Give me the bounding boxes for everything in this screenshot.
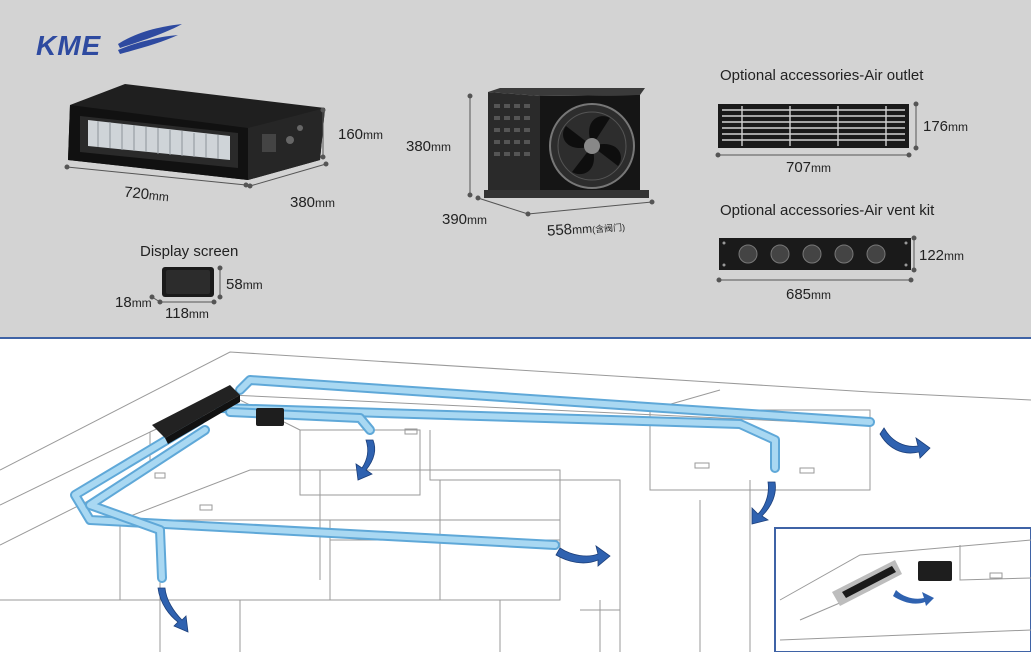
air-outlet-width-label: 707mm — [786, 159, 832, 176]
display-screen-image — [162, 267, 214, 297]
display-width-label: 118mm — [165, 305, 209, 322]
panel-divider — [0, 337, 1031, 339]
condenser-height-label: 380mm — [406, 138, 452, 155]
vent-kit-dimension-lines — [716, 235, 917, 283]
condenser-depth-label: 390mm — [442, 211, 488, 228]
indoor-dimension-lines — [64, 107, 329, 189]
air-outlet-title: Optional accessories-Air outlet — [720, 67, 924, 84]
display-thickness-label: 18mm — [115, 294, 152, 311]
indoor-unit-image — [68, 84, 325, 180]
display-dimension-lines — [149, 265, 223, 305]
condenser-dimension-lines — [467, 93, 655, 217]
display-height-label: 58mm — [226, 276, 263, 293]
spec-illustrations — [64, 24, 919, 305]
air-outlet-image — [718, 104, 909, 148]
condenser-unit-image — [484, 88, 649, 198]
installation-diagram — [0, 339, 1031, 652]
air-outlet-height-label: 176mm — [923, 118, 969, 135]
brand-logo: KME — [36, 30, 102, 61]
display-screen-title: Display screen — [140, 243, 239, 260]
air-vent-kit-image — [719, 238, 911, 270]
air-outlet-dimension-lines — [715, 101, 919, 158]
vent-kit-height-label: 122mm — [919, 247, 965, 264]
logo-wing-icon — [118, 24, 182, 54]
indoor-height-label: 160mm — [338, 126, 384, 143]
vent-kit-width-label: 685mm — [786, 286, 832, 303]
indoor-depth-label: 380mm — [290, 194, 336, 211]
vent-kit-title: Optional accessories-Air vent kit — [720, 202, 935, 219]
